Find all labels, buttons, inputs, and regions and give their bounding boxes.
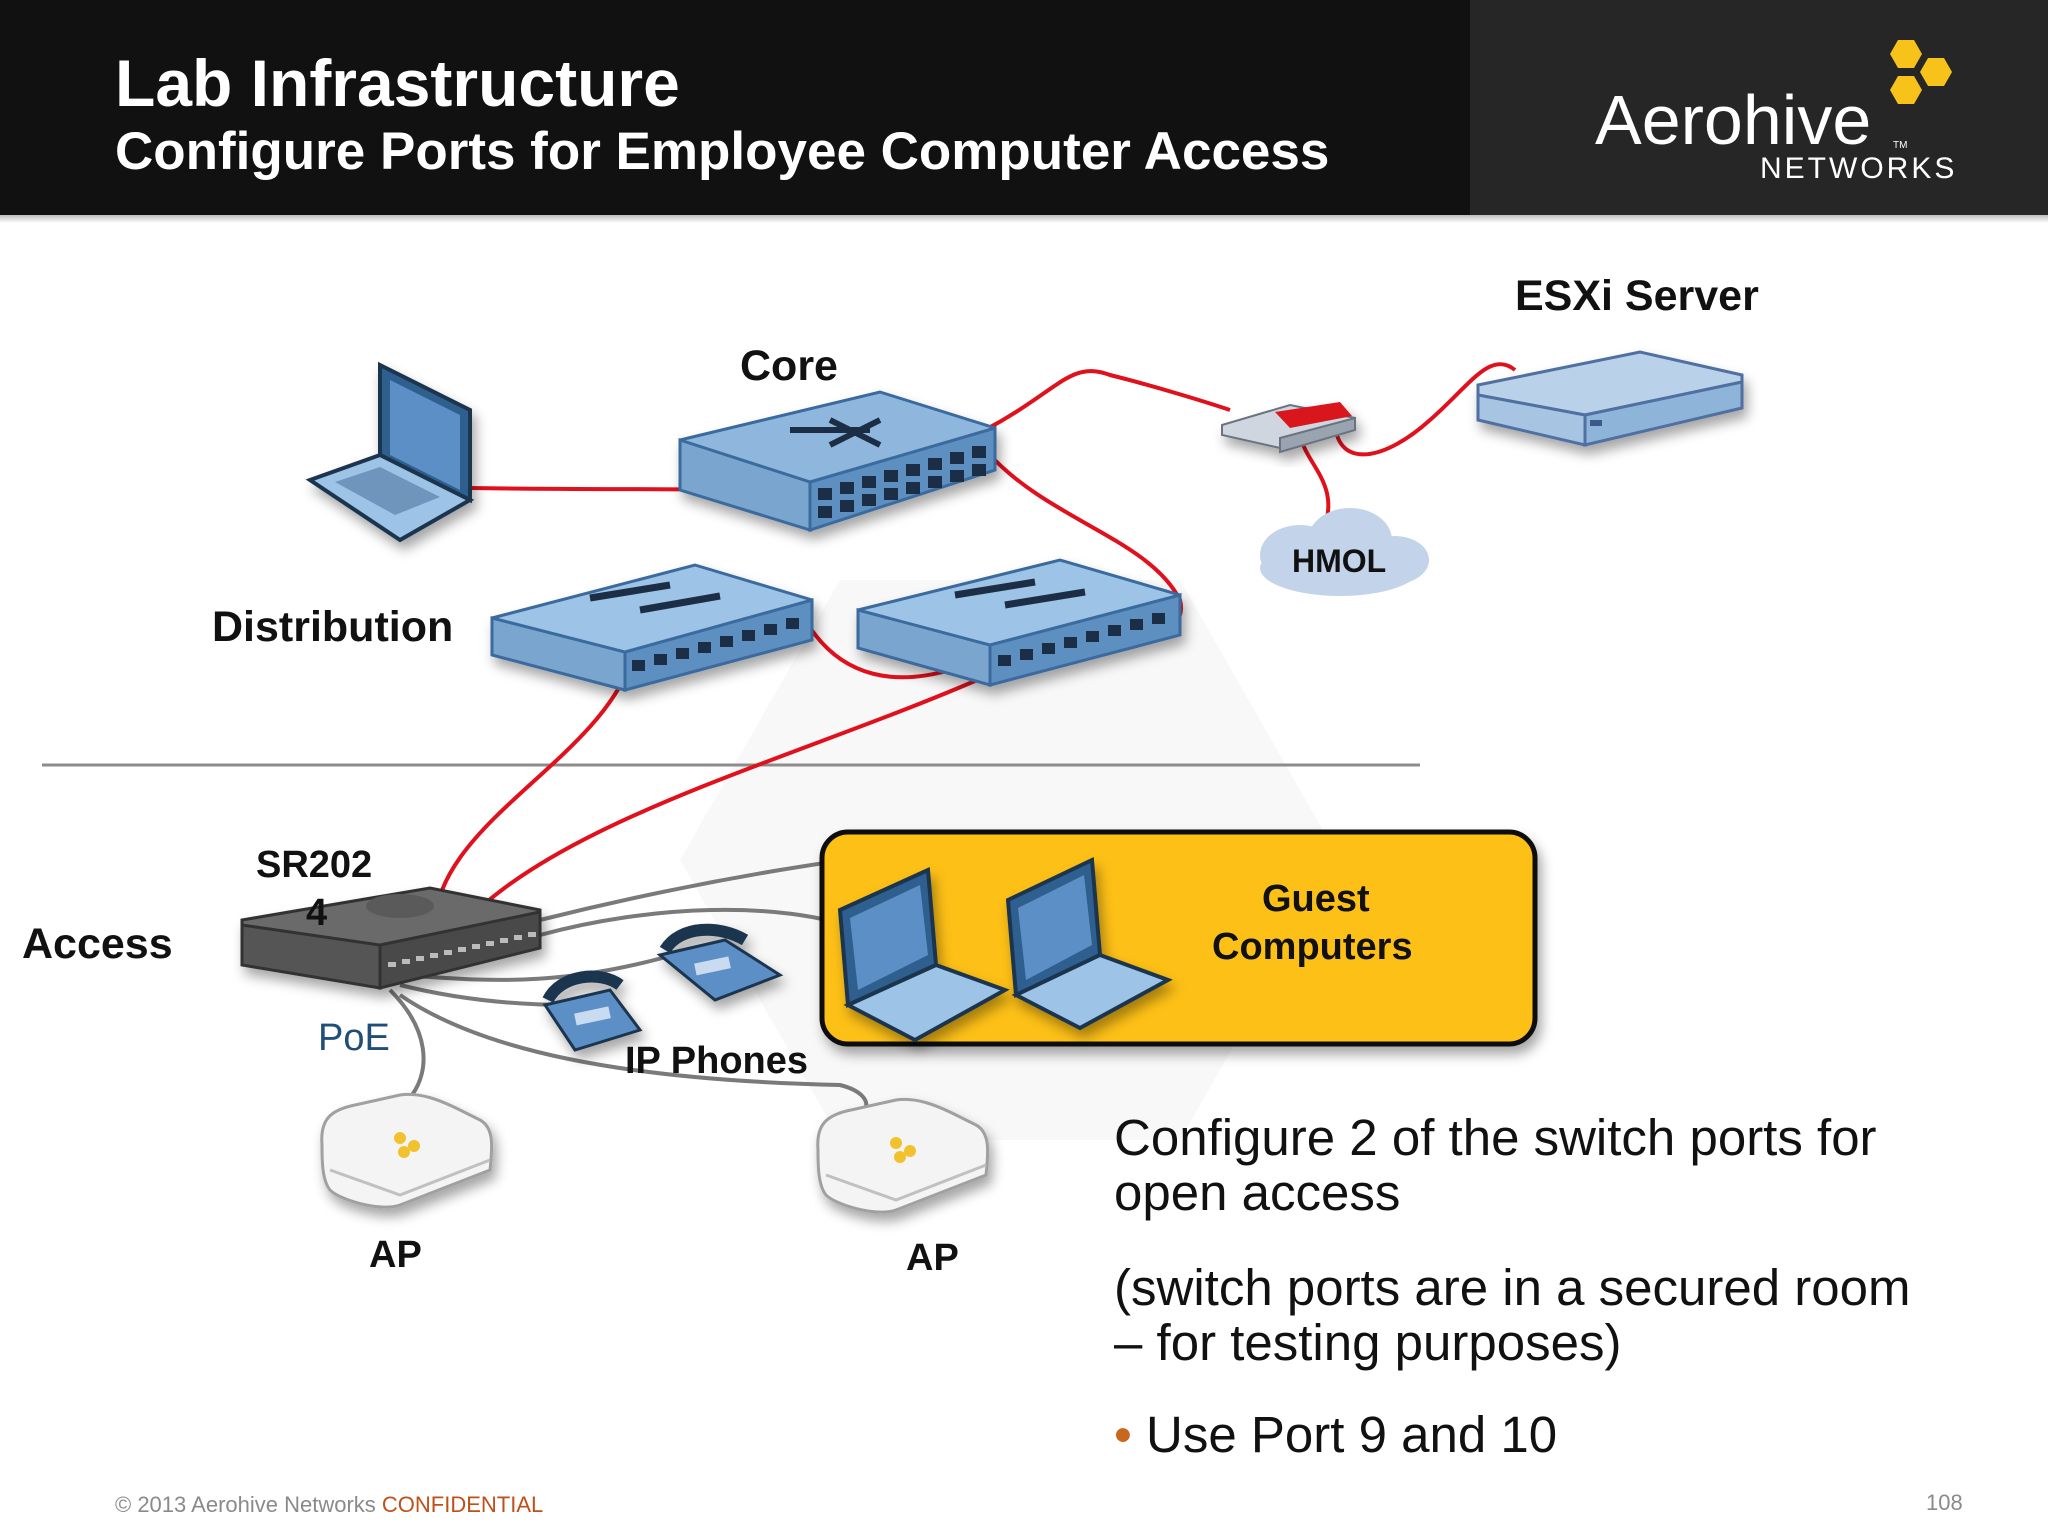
ap-right-label: AP (906, 1237, 959, 1279)
guest-label-line2: Computers (1212, 926, 1413, 968)
ip-phone-left-icon (542, 970, 643, 1052)
firewall-device (1221, 402, 1356, 454)
distribution-label: Distribution (212, 603, 454, 651)
cable-access-ap-right (398, 993, 869, 1111)
hmol-cloud-icon (1260, 508, 1429, 596)
slide-subtitle: Configure Ports for Employee Computer Ac… (115, 122, 1330, 181)
hmol-label: HMOL (1292, 543, 1387, 579)
ip-phones-label: IP Phones (625, 1040, 809, 1082)
ip-phone-right-icon (656, 923, 784, 1002)
core-laptop-icon (305, 361, 475, 543)
cable-access-ap-left (388, 988, 426, 1097)
slide-title: Lab Infrastructure (115, 46, 680, 120)
slide-header: Lab Infrastructure Configure Ports for E… (0, 0, 2048, 215)
core-label: Core (740, 342, 838, 390)
sr2024-access-switch (240, 886, 542, 990)
access-point-left-icon (320, 1092, 494, 1209)
instruction-bullet: • Use Port 9 and 10 (1114, 1407, 1557, 1462)
access-label: Access (22, 920, 173, 968)
bullet-marker: • (1114, 1406, 1132, 1463)
page-number: 108 (1926, 1490, 1963, 1515)
confidential-label: CONFIDENTIAL (381, 1492, 544, 1517)
distribution-switch-left (490, 563, 814, 692)
aerohive-hexagon-logo-icon (1890, 40, 1952, 104)
sr2024-label-line1: SR202 (256, 844, 373, 886)
poe-label: PoE (318, 1017, 390, 1059)
instruction-line-1: Configure 2 of the switch ports for open… (1114, 1109, 1877, 1221)
cable-dist-right-access (443, 668, 1001, 947)
copyright-text: © 2013 Aerohive Networks (115, 1492, 382, 1517)
footer-copyright: © 2013 Aerohive Networks CONFIDENTIAL (115, 1492, 543, 1518)
distribution-switch-right (856, 558, 1182, 687)
cable-firewall-esxi (1332, 362, 1517, 457)
cable-access-phone2 (399, 948, 691, 982)
esxi-server-icon (1476, 350, 1744, 447)
cable-core-firewall (984, 369, 1231, 432)
bullet-text: Use Port 9 and 10 (1146, 1406, 1558, 1463)
sr2024-label-line2: 4 (306, 892, 328, 934)
brand-logo-text: Aerohive (1595, 81, 1872, 159)
header-shade (1470, 0, 2048, 215)
brand-tm: TM (1893, 140, 1908, 151)
core-switch (678, 390, 997, 533)
guest-laptop-1-icon (837, 867, 1010, 1043)
access-point-right-icon (816, 1097, 990, 1214)
guest-laptop-2-icon (1005, 856, 1173, 1031)
esxi-server-label: ESXi Server (1515, 272, 1759, 320)
header-divider (0, 215, 2048, 223)
instruction-line-2: (switch ports are in a secured room – fo… (1114, 1259, 1911, 1371)
guest-label-line1: Guest (1262, 878, 1370, 920)
brand-logo-subtext: NETWORKS (1760, 152, 1958, 185)
ap-left-label: AP (369, 1234, 422, 1276)
